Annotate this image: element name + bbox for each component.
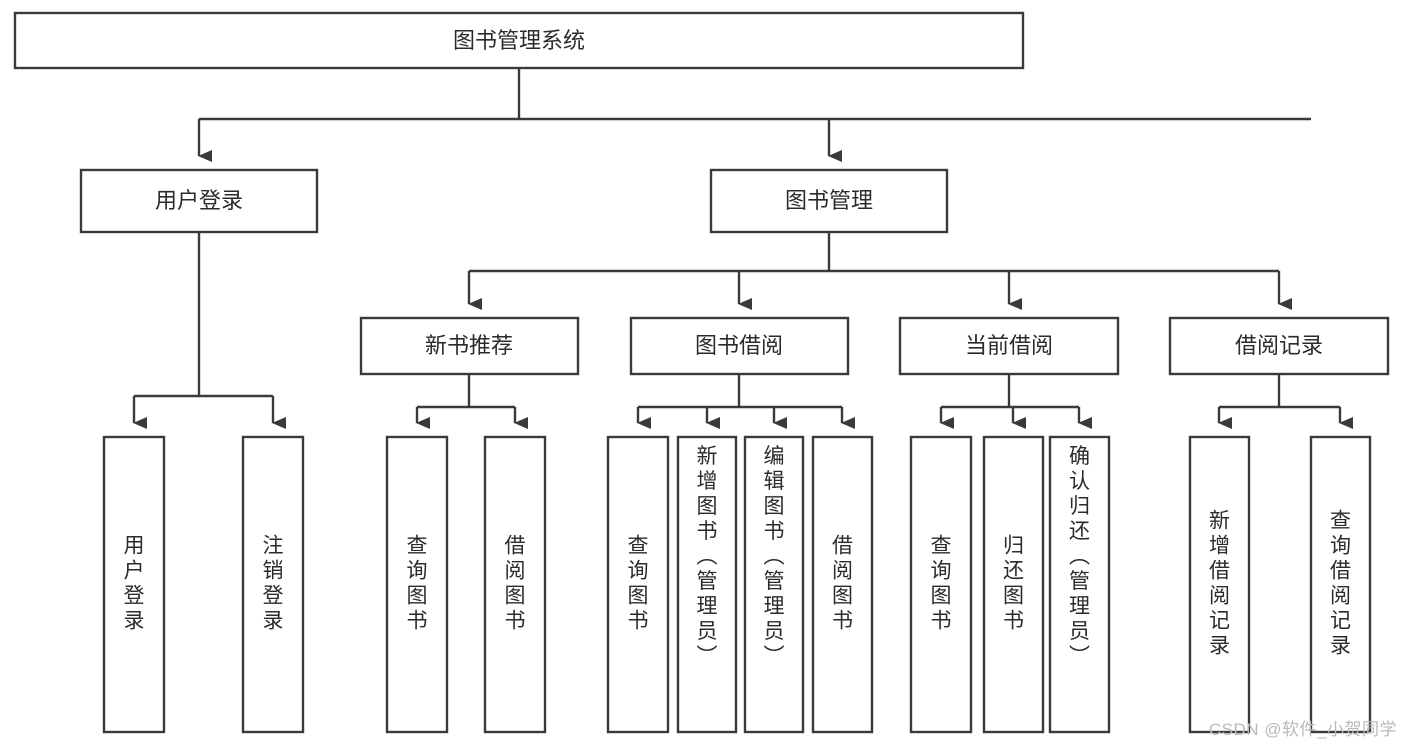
leaf-node-3-label: 借阅图书 [505, 535, 526, 633]
leaf-node-5-label: 新增图书︵管理员︶ [697, 445, 718, 668]
leaf-node-5-box [676, 435, 738, 734]
connector-layer [132, 68, 1353, 429]
connector-current-to-leaves [939, 374, 1092, 429]
leaf-node-1-box [241, 435, 305, 734]
leaf-node-1-label: 注销登录 [263, 535, 284, 633]
node-book-borrow-label: 图书借阅 [695, 333, 783, 358]
leaf-node-4-label: 查询图书 [628, 535, 649, 633]
node-new-book-recommend-label: 新书推荐 [425, 333, 513, 358]
node-borrow-records-label: 借阅记录 [1235, 333, 1323, 358]
leaf-node-11-label: 新增借阅记录 [1209, 510, 1230, 658]
leaf-node-10-box [1048, 435, 1111, 734]
leaf-node-8-label: 查询图书 [931, 535, 952, 633]
node-book-management-box [709, 168, 949, 234]
leaf-node-12[interactable]: 查询借阅记录 [1309, 435, 1372, 734]
leaf-node-0-label: 用户登录 [124, 535, 145, 633]
leaf-node-2[interactable]: 查询图书 [385, 435, 449, 734]
leaf-node-6-label: 编辑图书︵管理员︶ [764, 445, 785, 668]
connector-newbooks-to-leaves [415, 374, 528, 429]
connector-books-to-level3 [467, 232, 1292, 310]
node-book-management[interactable]: 图书管理 [709, 168, 949, 234]
node-borrow-records[interactable]: 借阅记录 [1168, 316, 1390, 376]
connector-borrow-to-leaves [636, 374, 855, 429]
connector-records-to-leaves [1217, 374, 1353, 429]
leaf-node-0-box [102, 435, 166, 734]
connector-root-to-level2 [197, 68, 1311, 162]
node-user-login-box [79, 168, 319, 234]
leaf-node-6[interactable]: 编辑图书︵管理员︶ [743, 435, 805, 734]
node-book-borrow-box [629, 316, 850, 376]
node-new-book-recommend[interactable]: 新书推荐 [359, 316, 580, 376]
node-root-system-label: 图书管理系统 [453, 28, 585, 53]
leaf-node-3[interactable]: 借阅图书 [483, 435, 547, 734]
leaf-node-3-box [483, 435, 547, 734]
leaf-node-11-box [1188, 435, 1251, 734]
leaf-node-5[interactable]: 新增图书︵管理员︶ [676, 435, 738, 734]
node-current-borrow[interactable]: 当前借阅 [898, 316, 1120, 376]
leaf-node-11[interactable]: 新增借阅记录 [1188, 435, 1251, 734]
node-current-borrow-box [898, 316, 1120, 376]
leaf-node-1[interactable]: 注销登录 [241, 435, 305, 734]
node-user-login-label: 用户登录 [155, 188, 243, 213]
node-current-borrow-label: 当前借阅 [965, 333, 1053, 358]
leaf-node-7-box [811, 435, 874, 734]
leaf-node-12-box [1309, 435, 1372, 734]
leaf-node-9-box [982, 435, 1045, 734]
leaf-node-7-label: 借阅图书 [832, 535, 853, 633]
leaf-node-4-box [606, 435, 670, 734]
leaf-node-9[interactable]: 归还图书 [982, 435, 1045, 734]
node-root-system-box [13, 11, 1025, 70]
leaf-node-layer: 用户登录 注销登录 查询图书 借阅图书 查询图书 新增图书︵管理员︶ 编辑图书︵管理员︶ 借阅… [102, 435, 1372, 734]
connector-userlogin-to-leaves [132, 232, 286, 429]
node-root-system[interactable]: 图书管理系统 [13, 11, 1025, 70]
node-book-borrow[interactable]: 图书借阅 [629, 316, 850, 376]
leaf-node-10[interactable]: 确认归还︵管理员︶ [1048, 435, 1111, 734]
leaf-node-7[interactable]: 借阅图书 [811, 435, 874, 734]
leaf-node-2-label: 查询图书 [407, 535, 428, 633]
leaf-node-8[interactable]: 查询图书 [909, 435, 973, 734]
leaf-node-0[interactable]: 用户登录 [102, 435, 166, 734]
node-book-management-label: 图书管理 [785, 188, 873, 213]
leaf-node-9-label: 归还图书 [1003, 535, 1024, 633]
node-borrow-records-box [1168, 316, 1390, 376]
leaf-node-6-box [743, 435, 805, 734]
leaf-node-12-label: 查询借阅记录 [1330, 510, 1351, 658]
node-new-book-recommend-box [359, 316, 580, 376]
node-user-login[interactable]: 用户登录 [79, 168, 319, 234]
leaf-node-4[interactable]: 查询图书 [606, 435, 670, 734]
leaf-node-2-box [385, 435, 449, 734]
leaf-node-8-box [909, 435, 973, 734]
leaf-node-10-label: 确认归还︵管理员︶ [1069, 445, 1090, 668]
